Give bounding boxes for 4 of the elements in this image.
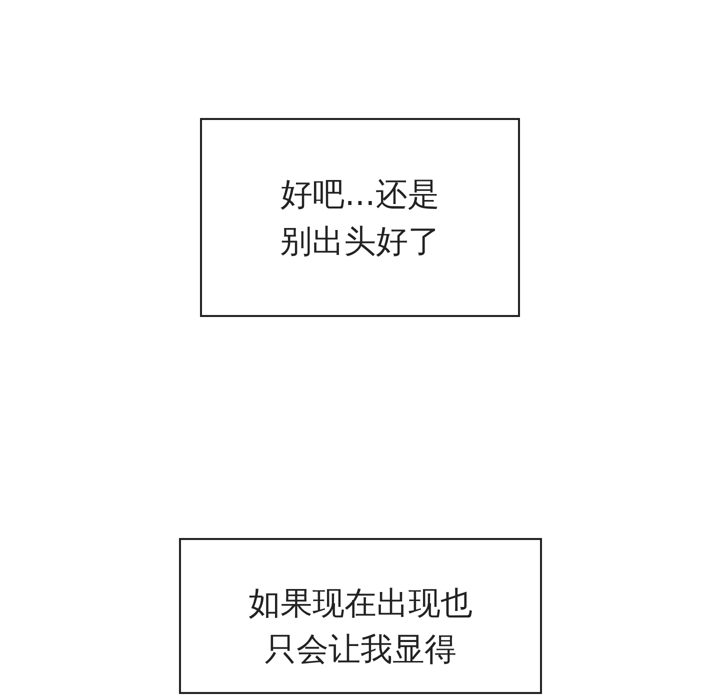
dialogue-text: 如果现在出现也只会让我显得 — [248, 582, 474, 670]
speech-box — [200, 118, 520, 317]
dialogue-text: 好吧...还是别出头好了 — [279, 174, 441, 262]
speech-box — [179, 538, 542, 694]
